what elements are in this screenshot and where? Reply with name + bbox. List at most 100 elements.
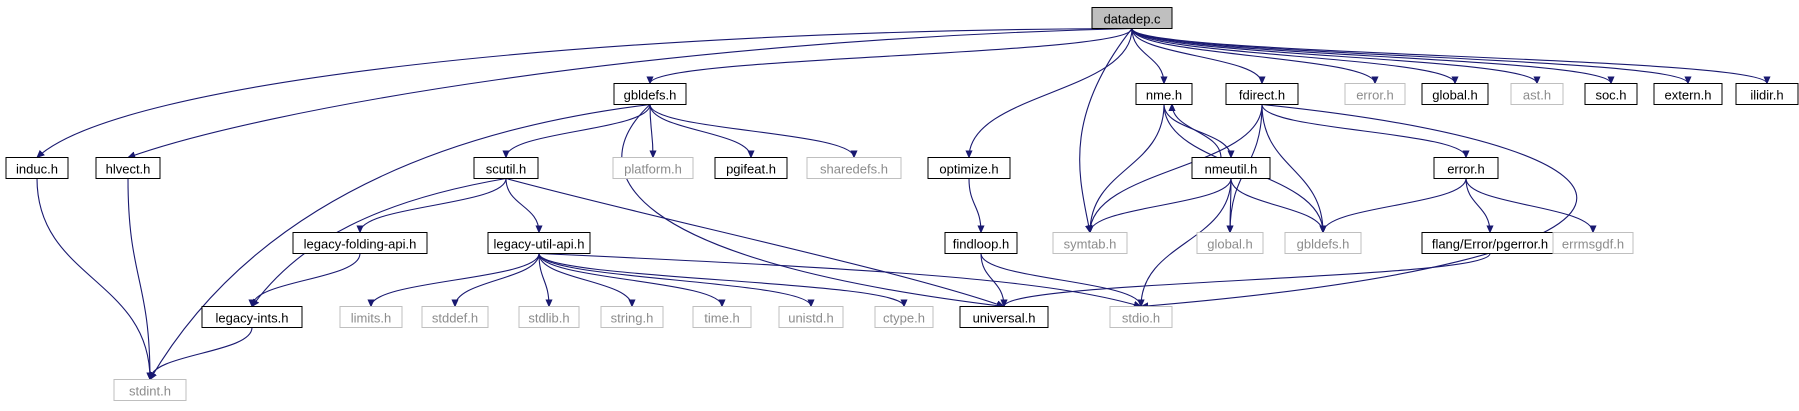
edge-fdirect-to-error_mid bbox=[1261, 104, 1466, 158]
node-label-legacy_folding: legacy-folding-api.h bbox=[304, 237, 417, 252]
node-error_mid[interactable]: error.h bbox=[1433, 157, 1499, 179]
node-box-ast bbox=[1510, 83, 1564, 105]
node-label-universal: universal.h bbox=[973, 311, 1036, 326]
node-label-sharedefs: sharedefs.h bbox=[820, 162, 888, 177]
node-legacy_ints[interactable]: legacy-ints.h bbox=[201, 306, 303, 328]
node-label-scutil: scutil.h bbox=[486, 162, 526, 177]
node-sharedefs: sharedefs.h bbox=[806, 157, 902, 179]
node-box-stddef bbox=[421, 306, 489, 328]
node-scutil[interactable]: scutil.h bbox=[473, 157, 539, 179]
node-global_top[interactable]: global.h bbox=[1421, 83, 1489, 105]
node-box-sharedefs bbox=[806, 157, 902, 179]
node-legacy_folding[interactable]: legacy-folding-api.h bbox=[292, 232, 428, 254]
node-label-platform: platform.h bbox=[624, 162, 682, 177]
edge-datadep-to-fdirect bbox=[1131, 28, 1262, 84]
edge-gbldefs_main-to-pgifeat bbox=[649, 104, 751, 158]
edge-datadep-to-hlvect bbox=[128, 27, 1133, 158]
node-label-stdlib: stdlib.h bbox=[528, 311, 569, 326]
edge-legacy_util-to-stdlib bbox=[538, 253, 549, 307]
node-label-string: string.h bbox=[611, 311, 654, 326]
edge-legacy_folding-to-legacy_ints bbox=[252, 253, 361, 307]
node-label-gbldefs_main: gbldefs.h bbox=[624, 88, 677, 103]
node-universal[interactable]: universal.h bbox=[959, 306, 1049, 328]
node-label-pgifeat: pgifeat.h bbox=[726, 162, 776, 177]
node-stdlib: stdlib.h bbox=[518, 306, 580, 328]
node-box-fdirect bbox=[1225, 83, 1299, 105]
node-label-ilidir: ilidir.h bbox=[1750, 88, 1783, 103]
node-box-extern bbox=[1653, 83, 1723, 105]
node-legacy_util[interactable]: legacy-util-api.h bbox=[487, 232, 591, 254]
node-string: string.h bbox=[600, 306, 664, 328]
node-label-stdint: stdint.h bbox=[129, 384, 171, 399]
node-box-global_top bbox=[1421, 83, 1489, 105]
node-label-symtab: symtab.h bbox=[1064, 237, 1117, 252]
edge-error_mid-to-errmsgdf bbox=[1465, 178, 1593, 233]
edge-legacy_util-to-string bbox=[538, 253, 632, 307]
node-box-universal bbox=[959, 306, 1049, 328]
edge-gbldefs_main-to-stdint bbox=[150, 103, 651, 380]
edge-datadep-to-gbldefs_main bbox=[650, 28, 1133, 84]
node-pgerror[interactable]: flang/Error/pgerror.h bbox=[1421, 232, 1559, 254]
node-ilidir[interactable]: ilidir.h bbox=[1735, 83, 1799, 105]
node-stddef: stddef.h bbox=[421, 306, 489, 328]
node-label-findloop: findloop.h bbox=[953, 237, 1009, 252]
node-box-optimize bbox=[927, 157, 1011, 179]
node-error_top: error.h bbox=[1344, 83, 1406, 105]
node-induc[interactable]: induc.h bbox=[5, 157, 69, 179]
edge-nmeutil-to-symtab bbox=[1090, 178, 1232, 233]
node-global_mid: global.h bbox=[1196, 232, 1264, 254]
node-label-pgerror: flang/Error/pgerror.h bbox=[1432, 237, 1548, 252]
node-soc[interactable]: soc.h bbox=[1584, 83, 1638, 105]
node-extern[interactable]: extern.h bbox=[1653, 83, 1723, 105]
node-box-findloop bbox=[944, 232, 1018, 254]
edge-scutil-to-legacy_util bbox=[505, 178, 539, 233]
edge-datadep-to-symtab bbox=[1079, 28, 1133, 233]
node-label-stdio: stdio.h bbox=[1122, 311, 1160, 326]
node-hlvect[interactable]: hlvect.h bbox=[95, 157, 161, 179]
node-box-gbldefs_ghost bbox=[1284, 232, 1362, 254]
edge-error_mid-to-pgerror bbox=[1465, 178, 1490, 233]
edge-datadep-to-induc bbox=[37, 27, 1133, 158]
node-platform: platform.h bbox=[612, 157, 694, 179]
edge-datadep-to-nme bbox=[1131, 28, 1164, 84]
node-findloop[interactable]: findloop.h bbox=[944, 232, 1018, 254]
node-errmsgdf: errmsgdf.h bbox=[1552, 232, 1634, 254]
node-label-hlvect: hlvect.h bbox=[106, 162, 151, 177]
edge-datadep-to-extern bbox=[1131, 28, 1688, 84]
node-stdint: stdint.h bbox=[113, 379, 187, 401]
node-label-nmeutil: nmeutil.h bbox=[1205, 162, 1258, 177]
node-gbldefs_main[interactable]: gbldefs.h bbox=[613, 83, 687, 105]
edge-legacy_util-to-limits bbox=[371, 253, 540, 307]
node-optimize[interactable]: optimize.h bbox=[927, 157, 1011, 179]
node-datadep[interactable]: datadep.c bbox=[1091, 7, 1173, 29]
edge-datadep-to-error_top bbox=[1131, 28, 1375, 84]
node-label-global_top: global.h bbox=[1432, 88, 1478, 103]
node-time: time.h bbox=[692, 306, 752, 328]
node-box-ilidir bbox=[1735, 83, 1799, 105]
node-box-hlvect bbox=[95, 157, 161, 179]
node-label-ctype: ctype.h bbox=[883, 311, 925, 326]
node-ast: ast.h bbox=[1510, 83, 1564, 105]
node-pgifeat[interactable]: pgifeat.h bbox=[714, 157, 788, 179]
node-box-ctype bbox=[874, 306, 934, 328]
node-label-limits: limits.h bbox=[351, 311, 391, 326]
node-nme[interactable]: nme.h bbox=[1135, 83, 1193, 105]
node-box-stdint bbox=[113, 379, 187, 401]
node-box-stdio bbox=[1109, 306, 1173, 328]
node-box-time bbox=[692, 306, 752, 328]
node-box-legacy_ints bbox=[201, 306, 303, 328]
node-label-time: time.h bbox=[704, 311, 739, 326]
edge-legacy_ints-to-stdint bbox=[150, 327, 253, 380]
node-box-error_mid bbox=[1433, 157, 1499, 179]
node-fdirect[interactable]: fdirect.h bbox=[1225, 83, 1299, 105]
node-label-legacy_ints: legacy-ints.h bbox=[216, 311, 289, 326]
node-label-global_mid: global.h bbox=[1207, 237, 1253, 252]
edge-legacy_util-to-stddef bbox=[455, 253, 540, 307]
edge-scutil-to-legacy_folding bbox=[360, 178, 507, 233]
edge-optimize-to-findloop bbox=[968, 178, 981, 233]
node-label-unistd: unistd.h bbox=[788, 311, 834, 326]
node-box-legacy_folding bbox=[292, 232, 428, 254]
node-nmeutil[interactable]: nmeutil.h bbox=[1191, 157, 1271, 179]
node-box-stdlib bbox=[518, 306, 580, 328]
